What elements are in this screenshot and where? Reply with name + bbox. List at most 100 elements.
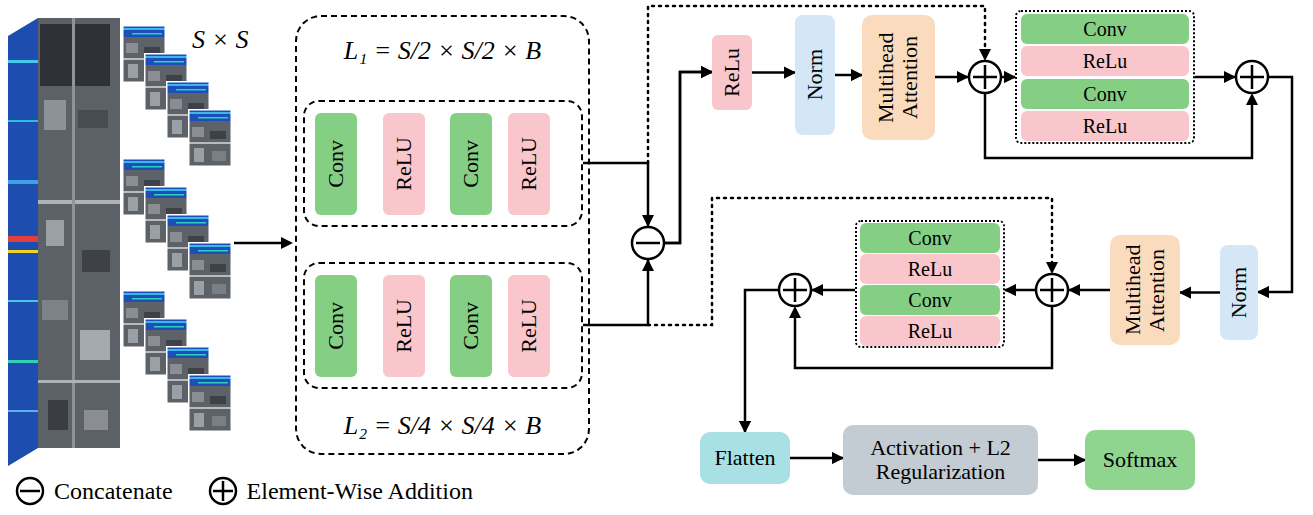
conv-layer: Conv (450, 275, 492, 377)
layer-label: ReLu (720, 48, 744, 97)
junction-circle (17, 478, 43, 504)
image-patch (188, 374, 232, 432)
layer-label: Norm (1227, 267, 1251, 318)
plus-bar (794, 278, 797, 302)
arrowhead (642, 259, 654, 271)
layer-label: Conv (459, 302, 483, 350)
arrowhead (281, 237, 293, 249)
junction-circle (779, 274, 811, 306)
layer-label: ReLu (1083, 115, 1127, 137)
relu-layer: ReLU (508, 275, 550, 377)
conv-layer: Conv (860, 285, 1000, 315)
dimension-formula: L₂ = S/4 × S/4 × B (344, 412, 541, 441)
streak (8, 250, 38, 253)
relu-layer: ReLu (712, 35, 752, 110)
conv-layer: Conv (1021, 79, 1189, 109)
concatenate-legend-symbol (14, 475, 46, 507)
junction-circle (632, 227, 664, 259)
layer-label: ReLU (517, 299, 541, 353)
streak (8, 360, 38, 363)
conv-branch: ConvReLUConvReLU (303, 262, 583, 389)
layer-label: Norm (803, 49, 827, 100)
arrow-connector (1038, 459, 1085, 462)
layer-label: ReLu (1083, 50, 1127, 72)
relu-layer: ReLu (860, 254, 1000, 284)
streak (8, 410, 38, 412)
streak (8, 300, 38, 302)
spectral-face (8, 18, 38, 466)
plus-bar (984, 65, 987, 89)
addition-symbol (969, 61, 1001, 93)
relu-layer: ReLU (383, 113, 425, 215)
skip-wire (795, 306, 1052, 368)
image-patch (188, 109, 232, 167)
layer-label: Activation + L2 Regularization (849, 436, 1032, 484)
activation-box: Activation + L2 Regularization (843, 425, 1038, 495)
legend-text: Element-Wise Addition (247, 478, 473, 504)
junction-circle (969, 61, 1001, 93)
conv-layer: Conv (315, 113, 357, 215)
attention-layer: Multihead Attention (862, 15, 935, 140)
addition-symbol (779, 274, 811, 306)
city-block (82, 250, 110, 272)
streak (8, 180, 38, 184)
arrowhead (789, 306, 801, 318)
road (72, 18, 75, 448)
arrowhead (1246, 93, 1258, 105)
city-block (46, 220, 64, 246)
addition-symbol (1036, 274, 1068, 306)
arrow-connector (1180, 291, 1220, 294)
layer-label: Flatten (714, 446, 775, 470)
arrowhead (1046, 262, 1058, 274)
layer-label: Conv (1083, 83, 1126, 105)
dotted-wire (648, 6, 985, 163)
arrow-connector (835, 74, 862, 77)
attention-layer: Multihead Attention (1110, 235, 1180, 345)
dotted-wire (648, 198, 1052, 325)
layer-label: Multihead Attention (874, 21, 922, 134)
layer-label: Softmax (1103, 448, 1178, 472)
city-block (80, 330, 110, 360)
arrow-connector (935, 76, 1015, 79)
city-image (38, 18, 120, 448)
addition-symbol (1236, 61, 1268, 93)
hyperspectral-cube (8, 18, 120, 466)
city-block (44, 100, 66, 130)
softmax-box: Softmax (1085, 430, 1195, 490)
layer-label: ReLU (517, 137, 541, 191)
city-block (84, 410, 108, 430)
relu-layer: ReLU (508, 113, 550, 215)
junction-circle (210, 478, 236, 504)
streak (8, 120, 38, 122)
arrowhead (1068, 284, 1080, 296)
streak (8, 60, 38, 63)
legend: Concatenate Element-Wise Addition (14, 474, 473, 508)
feature-extraction-group: L₁ = S/2 × S/2 × BL₂ = S/4 × S/4 × BConv… (295, 15, 590, 455)
image-patch (188, 242, 232, 300)
city-block (42, 300, 68, 320)
addition-legend-symbol (207, 475, 239, 507)
feedforward-block: ConvReLuConvReLu (855, 220, 1005, 348)
patch-size-label: S × S (192, 26, 249, 55)
layer-label: Conv (908, 227, 951, 249)
feedforward-block: ConvReLuConvReLu (1015, 10, 1195, 144)
wire (234, 242, 283, 245)
patch-size-label: S × S (192, 25, 249, 54)
legend-text: Concatenate (54, 478, 173, 504)
layer-label: Multihead Attention (1121, 241, 1169, 339)
plus-bar (1251, 65, 1254, 89)
relu-layer: ReLu (1021, 111, 1189, 141)
arrowhead (1224, 71, 1236, 83)
layer-label: ReLU (392, 137, 416, 191)
layer-label: Conv (459, 140, 483, 188)
relu-layer: ReLU (383, 275, 425, 377)
city-block (78, 110, 108, 128)
concatenate-symbol (632, 227, 664, 259)
arrow-connector (752, 71, 795, 74)
layer-label: ReLu (908, 320, 952, 342)
minus-bar (20, 490, 40, 493)
conv-branch: Conv ReLU Conv ReLU (303, 100, 583, 227)
arrowhead (642, 215, 654, 227)
input-arrow (234, 237, 293, 249)
